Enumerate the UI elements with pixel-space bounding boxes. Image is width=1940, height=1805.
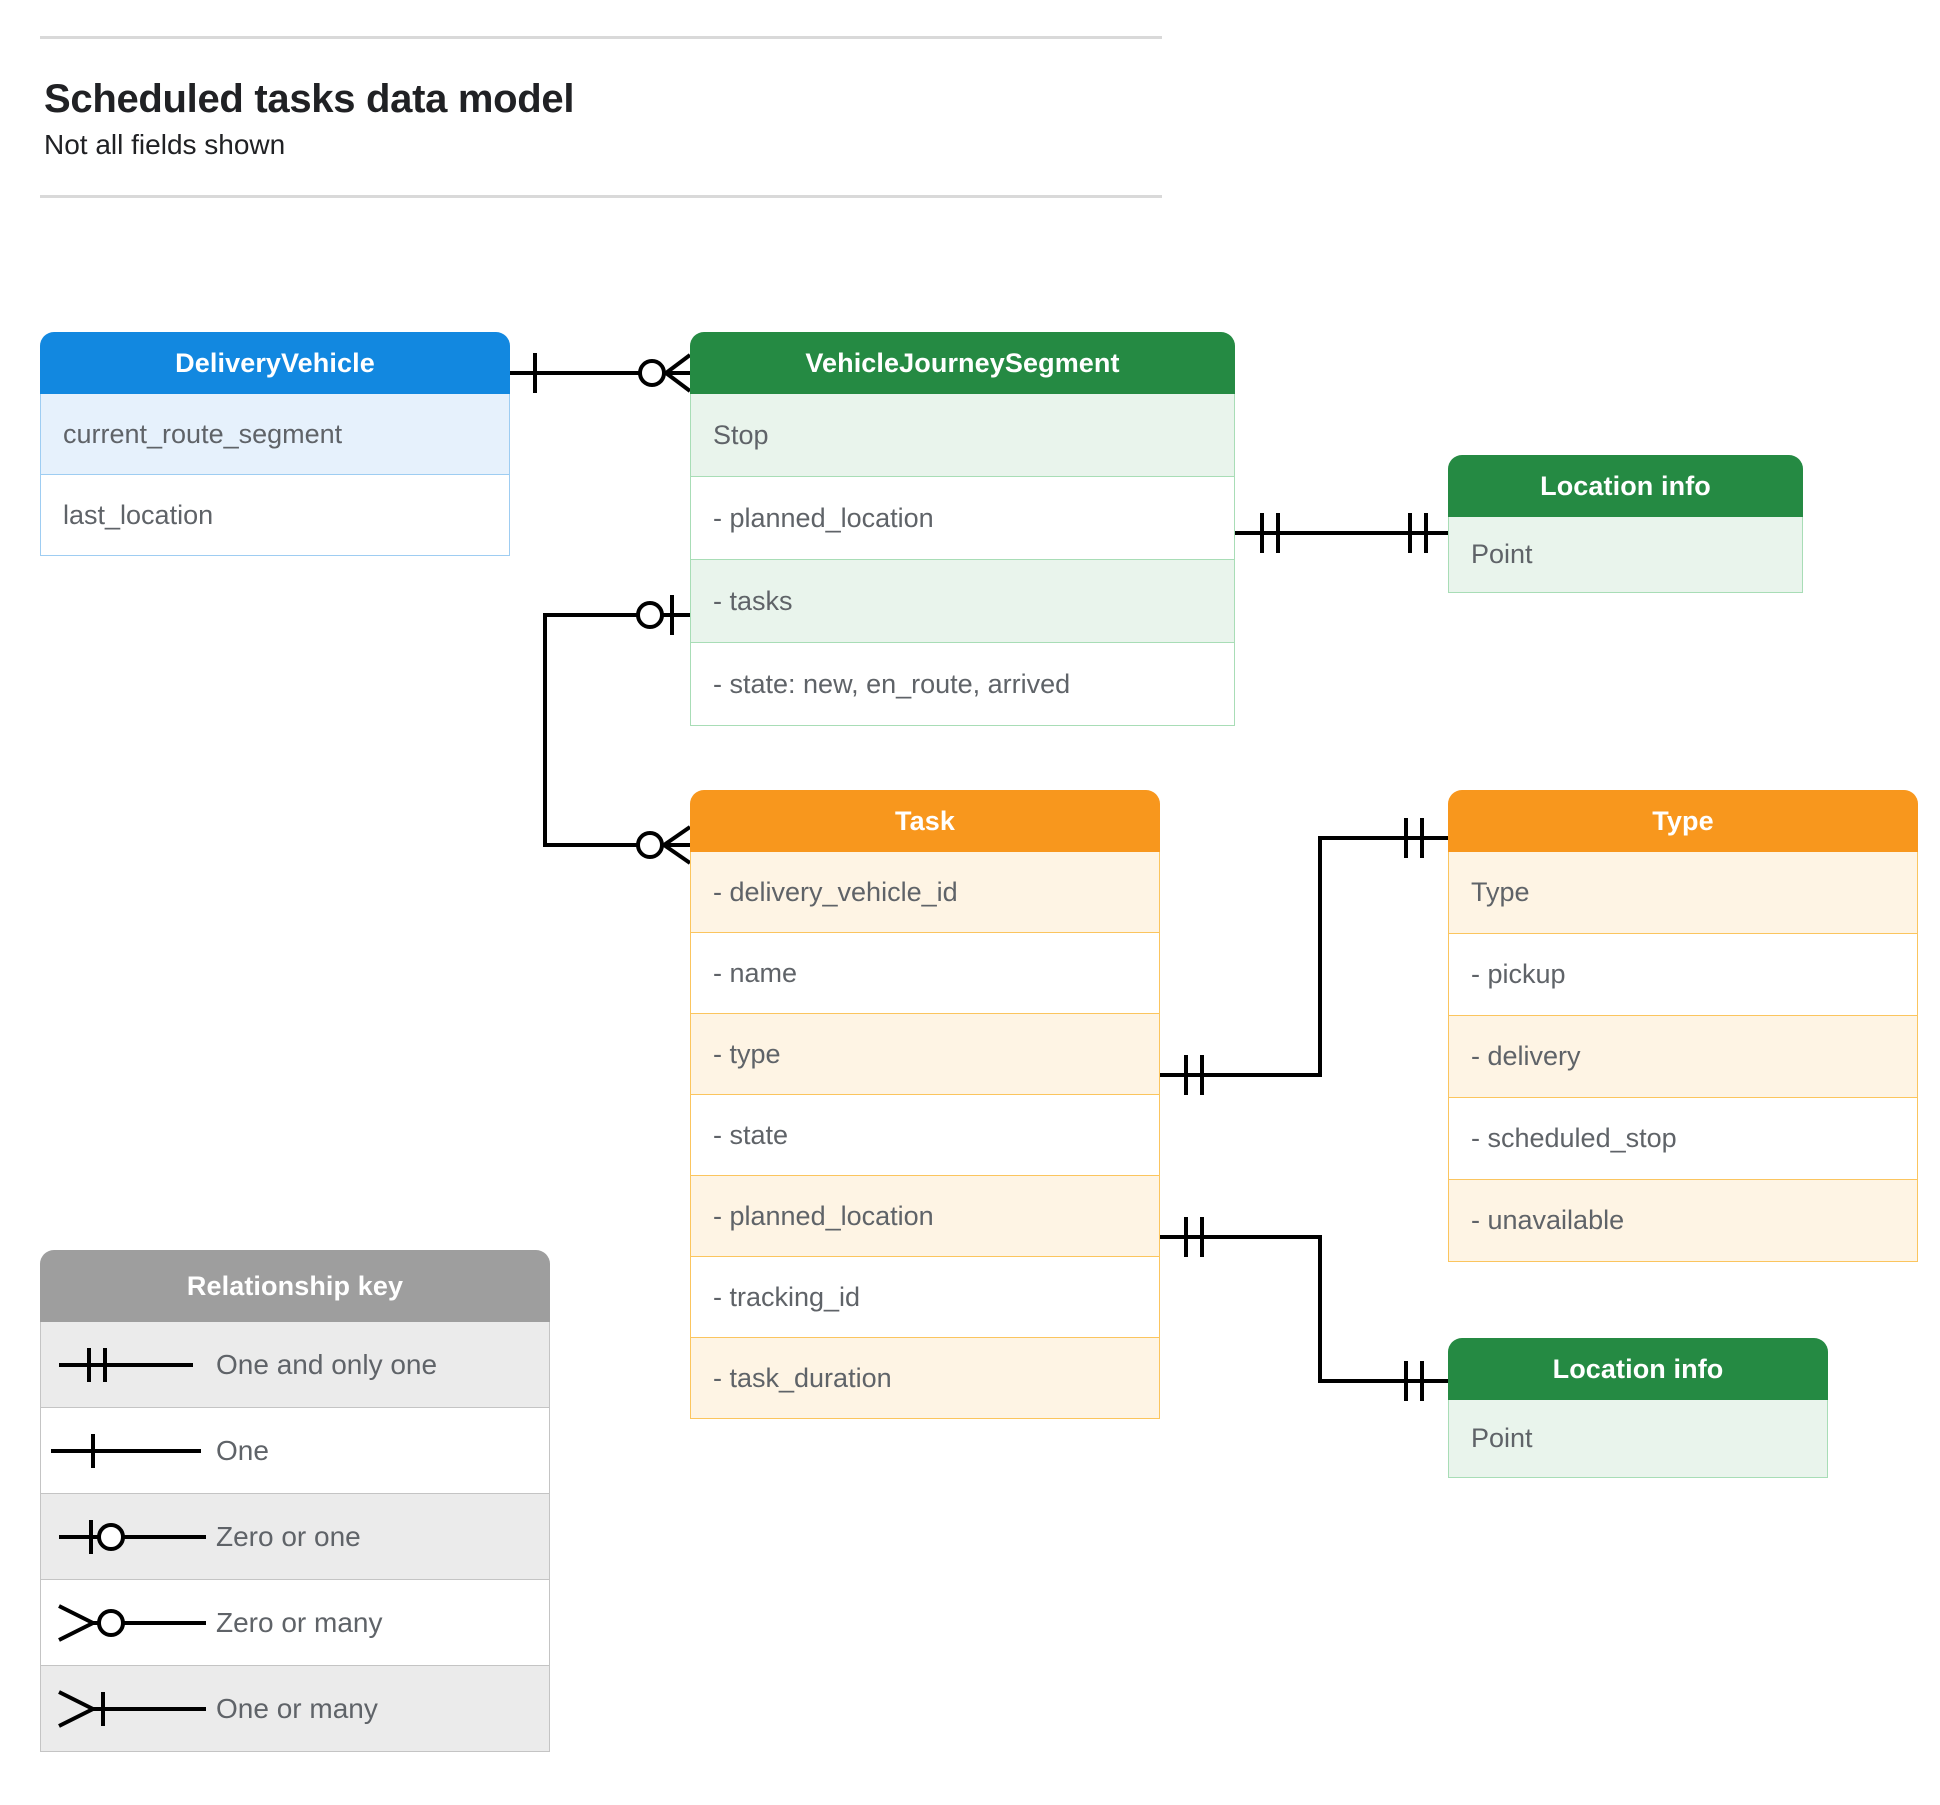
one-or-many-icon — [41, 1666, 216, 1751]
one-and-only-one-icon — [41, 1322, 216, 1407]
entity-row: - unavailable — [1448, 1180, 1918, 1262]
legend-item-label: Zero or many — [216, 1606, 383, 1638]
entity-row: - planned_location — [690, 1176, 1160, 1257]
connector-deliveryvehicle-journeysegment — [510, 353, 692, 393]
legend-item-one: One — [40, 1408, 550, 1494]
entity-vehicle-journey-segment[interactable]: VehicleJourneySegment Stop - planned_loc… — [690, 332, 1235, 726]
entity-row: Stop — [690, 394, 1235, 477]
entity-row: - delivery_vehicle_id — [690, 852, 1160, 933]
entity-row: - name — [690, 933, 1160, 1014]
connector-plannedlocation-locationinfo-top — [1235, 513, 1448, 553]
entity-row: - state: new, en_route, arrived — [690, 643, 1235, 726]
connector-tasks-task — [543, 595, 692, 865]
entity-type[interactable]: Type Type - pickup - delivery - schedule… — [1448, 790, 1918, 1262]
legend-item-zero-or-one: Zero or one — [40, 1494, 550, 1580]
entity-task[interactable]: Task - delivery_vehicle_id - name - type… — [690, 790, 1160, 1419]
entity-row: - delivery — [1448, 1016, 1918, 1098]
relationship-key-legend[interactable]: Relationship key One and only one One — [40, 1250, 550, 1752]
connector-taskplannedlocation-locationinfo-bottom — [1160, 1217, 1448, 1401]
entity-row: - planned_location — [690, 477, 1235, 560]
zero-or-one-icon — [41, 1494, 216, 1579]
header-rule-bottom — [40, 195, 1162, 199]
legend-item-one-and-only-one: One and only one — [40, 1322, 550, 1408]
entity-row: - task_duration — [690, 1338, 1160, 1419]
legend-item-label: One and only one — [216, 1348, 438, 1380]
header-rule-top — [40, 36, 1162, 39]
page-header: Scheduled tasks data model Not all field… — [40, 36, 1162, 199]
page-title: Scheduled tasks data model — [44, 77, 575, 121]
entity-row: - pickup — [1448, 934, 1918, 1016]
entity-row: - type — [690, 1014, 1160, 1095]
entity-row: Point — [1448, 517, 1803, 593]
entity-location-info-bottom[interactable]: Location info Point — [1448, 1338, 1828, 1478]
entity-title-location-info-top: Location info — [1448, 455, 1803, 517]
page-subtitle: Not all fields shown — [44, 128, 286, 160]
entity-title-vehicle-journey-segment: VehicleJourneySegment — [690, 332, 1235, 394]
legend-item-label: Zero or one — [216, 1520, 361, 1552]
entity-title-task: Task — [690, 790, 1160, 852]
entity-title-delivery-vehicle: DeliveryVehicle — [40, 332, 510, 394]
entity-row: - tracking_id — [690, 1257, 1160, 1338]
entity-row: - scheduled_stop — [1448, 1098, 1918, 1180]
entity-row: Point — [1448, 1400, 1828, 1478]
legend-item-one-or-many: One or many — [40, 1666, 550, 1752]
entity-title-type: Type — [1448, 790, 1918, 852]
entity-row: current_route_segment — [40, 394, 510, 475]
zero-or-many-icon — [41, 1580, 216, 1665]
connector-tasktype-type — [1160, 818, 1448, 1095]
entity-delivery-vehicle[interactable]: DeliveryVehicle current_route_segment la… — [40, 332, 510, 556]
one-icon — [41, 1408, 216, 1493]
entity-title-location-info-bottom: Location info — [1448, 1338, 1828, 1400]
legend-item-label: One — [216, 1434, 269, 1466]
entity-row: last_location — [40, 475, 510, 556]
entity-location-info-top[interactable]: Location info Point — [1448, 455, 1803, 593]
entity-row: - state — [690, 1095, 1160, 1176]
legend-item-zero-or-many: Zero or many — [40, 1580, 550, 1666]
legend-title: Relationship key — [40, 1250, 550, 1322]
entity-row: - tasks — [690, 560, 1235, 643]
legend-item-label: One or many — [216, 1692, 378, 1724]
entity-row: Type — [1448, 852, 1918, 934]
